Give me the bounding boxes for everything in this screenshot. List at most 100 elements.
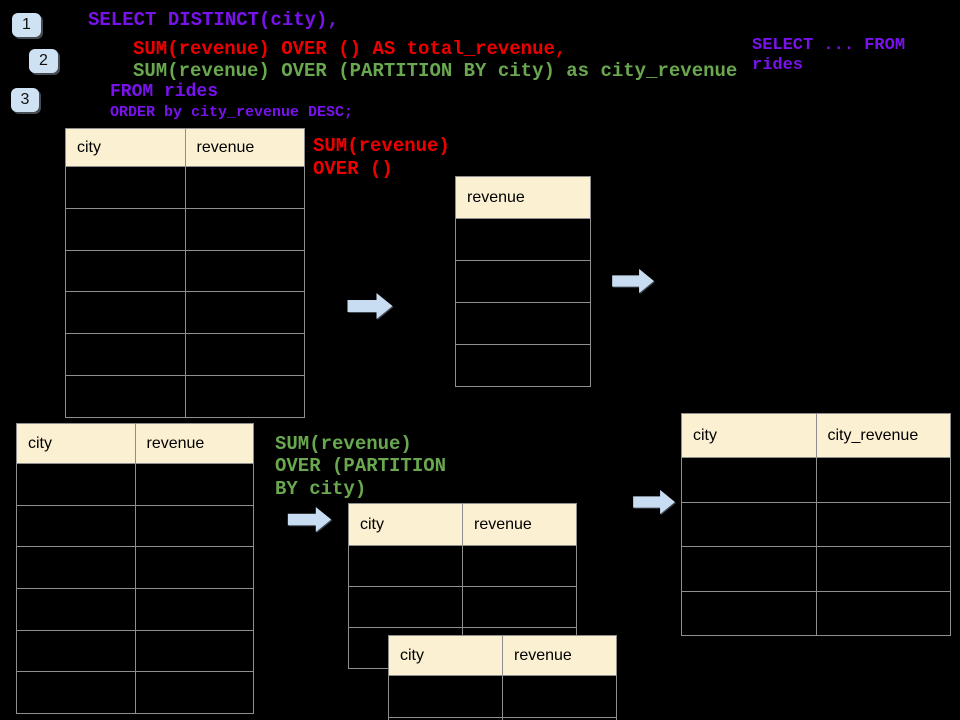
table-cell: [455, 344, 591, 387]
sql-line-order-by: ORDER by city_revenue DESC;: [110, 104, 354, 121]
table-cell: [65, 207, 186, 251]
table-cell: [134, 671, 254, 715]
column-header-revenue: revenue: [134, 423, 254, 464]
step-badge-2: 2: [29, 49, 58, 73]
table-cell: [681, 501, 817, 547]
table-row: [388, 675, 617, 718]
table-row: [16, 504, 254, 548]
table-row: [16, 671, 254, 715]
table-row: [65, 291, 305, 335]
table-row: [455, 344, 591, 387]
table-cell: [815, 457, 951, 503]
table-cell: [184, 207, 305, 251]
table-cell: [348, 545, 463, 587]
sql-line-from: FROM rides: [110, 82, 219, 102]
table-cell: [134, 588, 254, 631]
table-cell: [184, 166, 305, 209]
table-cell: [16, 504, 136, 548]
table-row: [348, 545, 577, 587]
table-row: [16, 546, 254, 590]
step-badge-3: 3: [11, 88, 39, 112]
table-cell: [502, 675, 617, 718]
annotation-sum-over-empty: SUM(revenue) OVER (): [313, 135, 450, 180]
column-header-city_revenue: city_revenue: [815, 413, 951, 458]
annotation-sum-over-partition: SUM(revenue) OVER (PARTITION BY city): [275, 433, 447, 500]
table-cell: [65, 333, 186, 376]
table-row: [681, 501, 951, 547]
table-cell: [65, 249, 186, 293]
arrow-right-icon: [347, 293, 393, 319]
arrow-right-icon: [633, 489, 675, 515]
table-row: [65, 207, 305, 251]
table-cell: [455, 302, 591, 345]
table-cell: [455, 218, 591, 261]
table-cell: [16, 546, 136, 590]
column-header-city: city: [681, 413, 817, 458]
table-row: [16, 629, 254, 673]
table-cell: [681, 590, 817, 636]
table-cell: [462, 545, 577, 587]
table-cell: [455, 260, 591, 303]
table-row: [65, 249, 305, 293]
table-cell: [462, 586, 577, 628]
table-row: [681, 457, 951, 503]
sql-line-select-distinct: SELECT DISTINCT(city),: [88, 9, 339, 31]
table-cell: [184, 374, 305, 418]
column-header-city: city: [65, 128, 186, 167]
table-cell: [134, 504, 254, 548]
table-cell: [815, 501, 951, 547]
step-badge-1: 1: [12, 13, 41, 37]
table-cell: [348, 586, 463, 628]
table-cell: [388, 675, 503, 718]
table-row: [65, 374, 305, 418]
table-row: [348, 586, 577, 628]
table-cell: [16, 588, 136, 631]
table-cell: [134, 546, 254, 590]
table-row: [455, 218, 591, 261]
table-row: [16, 588, 254, 631]
table-cell: [134, 629, 254, 673]
column-header-revenue: revenue: [455, 176, 591, 219]
table-row: [65, 166, 305, 209]
table-row: [388, 717, 617, 720]
side-note-select-from-rides: SELECT ... FROM rides: [752, 36, 906, 75]
table-cell: [184, 333, 305, 376]
table-cell: [815, 546, 951, 592]
table-cell: [502, 717, 617, 720]
table-row: [65, 333, 305, 376]
table-cell: [16, 629, 136, 673]
table-total-revenue-result: revenue: [455, 176, 591, 387]
table-cell: [65, 374, 186, 418]
table-cell: [184, 249, 305, 293]
table-row: [681, 546, 951, 592]
column-header-city: city: [348, 503, 463, 546]
table-cell: [184, 291, 305, 335]
table-cell: [134, 463, 254, 506]
arrow-right-icon: [287, 506, 332, 533]
table-row: [681, 590, 951, 636]
table-cell: [681, 457, 817, 503]
table-row: [455, 260, 591, 303]
arrow-right-icon: [612, 268, 654, 294]
table-cell: [65, 291, 186, 335]
table-row: [16, 463, 254, 506]
column-header-city: city: [388, 635, 503, 676]
table-cell: [815, 590, 951, 636]
sql-line-sum-over-total: SUM(revenue) OVER () AS total_revenue,: [133, 38, 567, 60]
table-row: [455, 302, 591, 345]
table-cell: [16, 671, 136, 715]
sql-line-sum-over-partition: SUM(revenue) OVER (PARTITION BY city) as…: [133, 60, 738, 82]
column-header-city: city: [16, 423, 136, 464]
table-cell: [681, 546, 817, 592]
total-revenue-result-grid: revenue: [455, 176, 591, 387]
table-cell: [16, 463, 136, 506]
column-header-revenue: revenue: [462, 503, 577, 546]
